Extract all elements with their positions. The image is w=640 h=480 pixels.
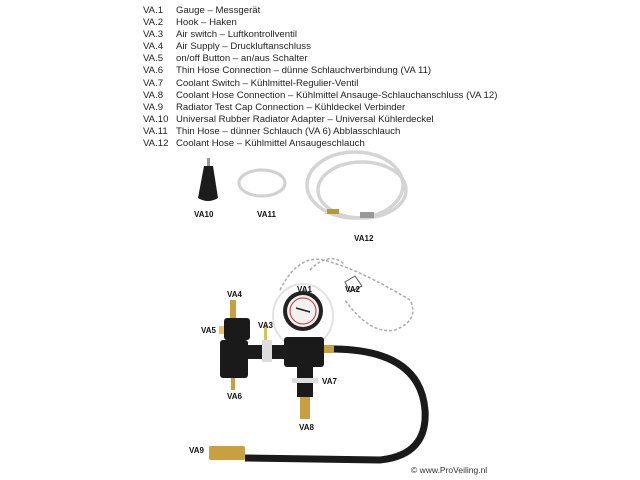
chain-image	[279, 257, 414, 332]
legend-row: VA.6 Thin Hose Connection – dünne Schlauc…	[143, 65, 497, 77]
label-va6: VA6	[227, 392, 242, 401]
legend-row: VA.11 Thin Hose – dünner Schlauch (VA 6) …	[143, 126, 497, 138]
rubber-adapter-image	[198, 158, 218, 201]
legend-text: Radiator Test Cap Connection – Kühldecke…	[176, 101, 406, 113]
coolant-hose-image	[305, 150, 408, 220]
legend-code: VA.6	[143, 65, 164, 77]
legend-text: Coolant Hose – Kühlmittel Ansaugeschlauc…	[176, 138, 365, 150]
legend-text: Hook – Haken	[176, 17, 237, 29]
legend-code: VA.10	[143, 113, 169, 125]
black-hose-image	[244, 345, 429, 464]
label-va4: VA4	[227, 290, 242, 299]
legend-text: Thin Hose Connection – dünne Schlauchver…	[176, 65, 432, 77]
legend-code: VA.1	[143, 5, 164, 16]
legend-text: Air Supply – Druckluftanschluss	[176, 41, 311, 53]
legend-text: Universal Rubber Radiator Adapter – Univ…	[176, 113, 434, 125]
label-va5: VA5	[201, 326, 216, 335]
label-va2: VA2	[345, 285, 360, 294]
legend-text: on/off Button – an/aus Schalter	[176, 53, 308, 65]
legend-row: VA.10 Universal Rubber Radiator Adapter –…	[143, 114, 497, 126]
legend-row: VA.2 Hook – Haken	[143, 17, 497, 29]
legend-row: VA.4 Air Supply – Druckluftanschluss	[143, 41, 497, 53]
legend-text: Coolant Hose Connection – Kühlmittel Ans…	[176, 89, 498, 101]
label-va10: VA10	[194, 210, 214, 219]
label-va11: VA11	[257, 210, 276, 219]
legend-code: VA.5	[143, 53, 164, 65]
cap-connector-image	[209, 446, 245, 460]
legend-code: VA.8	[143, 89, 164, 101]
legend-code: VA.12	[143, 138, 169, 150]
legend-code: VA.3	[143, 29, 164, 41]
legend-row: VA.12 Coolant Hose – Kühlmittel Ansaugesc…	[143, 138, 497, 150]
legend-row: VA.1 Gauge – Messgerät	[143, 5, 497, 17]
watermark: © www.ProVeiling.nl	[411, 465, 488, 475]
legend-row: VA.3 Air switch – Luftkontrollventil	[143, 29, 497, 41]
legend-text: Thin Hose – dünner Schlauch (VA 6) Abbla…	[176, 125, 401, 137]
legend-code: VA.7	[143, 77, 164, 89]
gauge-image	[272, 283, 334, 349]
label-va3: VA3	[258, 321, 273, 330]
hook-image	[344, 275, 363, 293]
legend-row: VA.9 Radiator Test Cap Connection – Kühld…	[143, 102, 497, 114]
legend-text: Air switch – Luftkontrollventil	[176, 29, 298, 41]
label-va7: VA7	[322, 377, 337, 386]
legend-text: Gauge – Messgerät	[176, 5, 261, 16]
label-va8: VA8	[299, 423, 314, 432]
legend-code: VA.11	[143, 125, 168, 137]
legend-row: VA.7 Coolant Switch – Kühlmittel-Regulier…	[143, 78, 497, 90]
legend-code: VA.2	[143, 17, 164, 29]
label-va1: VA1	[297, 285, 312, 294]
legend-row: VA.5 on/off Button – an/aus Schalter	[143, 53, 497, 65]
legend-code: VA.4	[143, 41, 164, 53]
thin-hose-image	[237, 168, 287, 198]
legend-text: Coolant Switch – Kühlmittel-Regulier-Ven…	[176, 77, 359, 89]
legend-code: VA.9	[143, 101, 164, 113]
legend-row: VA.8 Coolant Hose Connection – Kühlmittel…	[143, 90, 497, 102]
label-va12: VA12	[354, 234, 374, 243]
label-va9: VA9	[189, 446, 204, 455]
tester-body-image	[219, 300, 334, 419]
